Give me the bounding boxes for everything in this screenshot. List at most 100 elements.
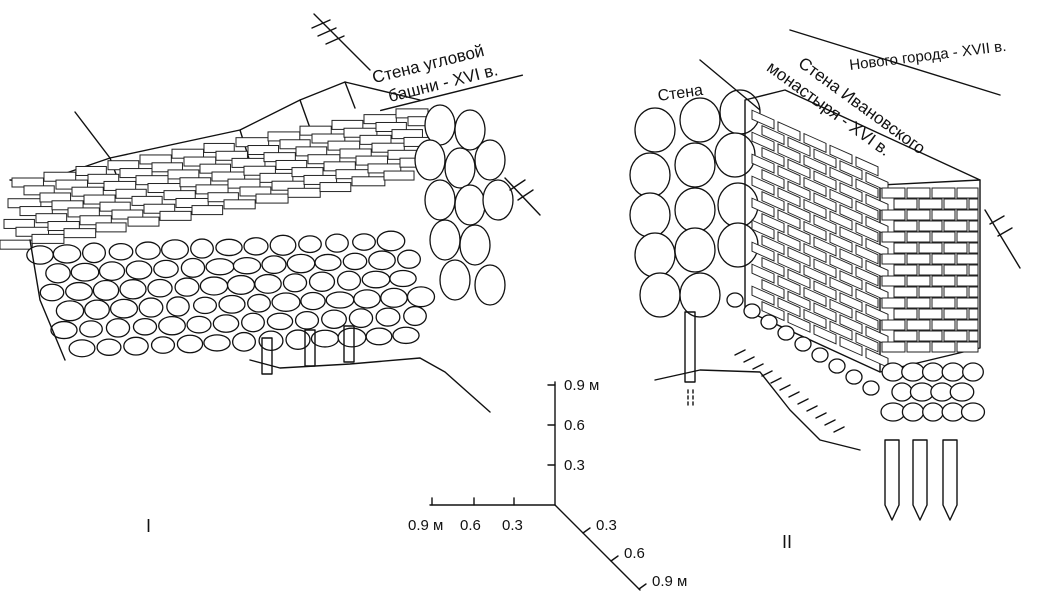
brick bbox=[881, 209, 906, 221]
scale-h-03: 0.3 bbox=[502, 517, 523, 534]
stone bbox=[52, 244, 82, 264]
brick bbox=[855, 266, 879, 287]
stone bbox=[294, 310, 320, 330]
label-new-town-text: Нового города - XVII в. bbox=[848, 38, 1007, 74]
brick bbox=[761, 234, 785, 256]
brick bbox=[813, 302, 837, 323]
stone bbox=[743, 303, 761, 319]
brick bbox=[943, 220, 968, 232]
stone bbox=[79, 320, 103, 338]
brick bbox=[918, 308, 943, 320]
stone bbox=[922, 402, 944, 422]
stone bbox=[397, 249, 421, 269]
stone bbox=[300, 291, 326, 311]
brick bbox=[95, 222, 127, 233]
hatch bbox=[734, 349, 746, 356]
brick bbox=[829, 276, 853, 297]
boulder bbox=[634, 232, 676, 278]
brick bbox=[943, 198, 968, 210]
brick bbox=[319, 182, 352, 193]
brick bbox=[881, 275, 906, 287]
stone bbox=[285, 329, 311, 350]
brick bbox=[803, 220, 827, 242]
stone bbox=[232, 256, 262, 275]
brick bbox=[829, 320, 853, 341]
label-new-town: Нового города - XVII в. bbox=[848, 38, 1007, 74]
brick bbox=[751, 109, 775, 130]
stone bbox=[325, 291, 355, 309]
stone bbox=[160, 239, 190, 260]
brick bbox=[787, 312, 811, 333]
brick bbox=[881, 341, 906, 353]
brick bbox=[787, 136, 811, 157]
brick bbox=[777, 121, 801, 142]
brick bbox=[839, 270, 863, 291]
stone bbox=[109, 298, 139, 319]
brick bbox=[275, 159, 308, 170]
boulder bbox=[674, 142, 716, 188]
brick bbox=[968, 264, 979, 276]
stone bbox=[70, 262, 100, 282]
brick bbox=[829, 232, 853, 253]
brick bbox=[931, 319, 956, 331]
brick bbox=[829, 188, 853, 209]
stone bbox=[348, 308, 374, 329]
brick bbox=[279, 139, 311, 150]
brick bbox=[31, 233, 65, 244]
boulder bbox=[674, 227, 716, 273]
brick bbox=[777, 297, 801, 318]
brick bbox=[803, 308, 827, 330]
brick bbox=[179, 177, 212, 188]
brick bbox=[87, 173, 120, 184]
brick bbox=[63, 228, 97, 239]
brick bbox=[829, 210, 853, 231]
brick bbox=[761, 212, 785, 234]
wall-boulders bbox=[629, 89, 761, 318]
stone bbox=[150, 336, 176, 354]
stone bbox=[336, 270, 362, 291]
stone bbox=[880, 402, 906, 422]
stone bbox=[282, 273, 308, 293]
stone bbox=[337, 327, 367, 348]
brick bbox=[855, 222, 879, 243]
stone bbox=[50, 320, 78, 340]
brick bbox=[906, 341, 931, 353]
brick bbox=[943, 242, 968, 254]
brick bbox=[777, 143, 801, 164]
brick bbox=[931, 209, 956, 221]
boulder bbox=[454, 109, 486, 151]
brick bbox=[968, 308, 979, 320]
stone bbox=[123, 336, 149, 356]
brick bbox=[761, 146, 785, 168]
brick bbox=[839, 336, 863, 357]
stone bbox=[158, 315, 186, 336]
brick bbox=[751, 131, 775, 152]
stone bbox=[119, 279, 147, 300]
stone bbox=[828, 358, 846, 374]
brick bbox=[751, 285, 775, 306]
brick bbox=[839, 226, 863, 247]
stone bbox=[269, 234, 297, 256]
brick bbox=[787, 268, 811, 289]
brick bbox=[943, 286, 968, 298]
brick-courses-left bbox=[0, 108, 440, 250]
brick bbox=[115, 188, 147, 199]
boulder bbox=[629, 192, 671, 238]
brick bbox=[383, 170, 415, 181]
hatch bbox=[752, 363, 764, 370]
stone bbox=[308, 271, 336, 292]
stone bbox=[403, 305, 427, 327]
stone bbox=[81, 242, 107, 264]
brick bbox=[956, 209, 979, 221]
brick bbox=[865, 259, 889, 281]
stone bbox=[380, 287, 408, 308]
stone bbox=[271, 292, 301, 312]
stone bbox=[247, 293, 271, 313]
scale-h-06: 0.6 bbox=[460, 517, 481, 534]
stone bbox=[190, 238, 214, 259]
brick bbox=[813, 324, 837, 345]
hatch bbox=[824, 419, 836, 426]
brick bbox=[906, 297, 931, 309]
brick bbox=[351, 176, 386, 187]
